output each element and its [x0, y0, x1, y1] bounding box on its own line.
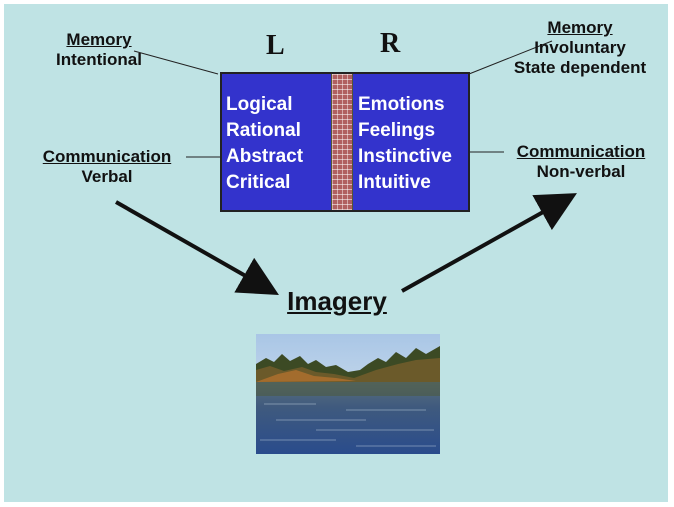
memory-right-group: Memory Involuntary State dependent: [492, 18, 668, 78]
communication-left-value: Verbal: [81, 167, 133, 186]
corpus-callosum-divider: [331, 74, 353, 210]
diagram-slide: L R Memory Intentional Memory Involuntar…: [4, 4, 668, 502]
imagery-label: Imagery: [287, 286, 387, 316]
memory-right-heading: Memory: [547, 18, 613, 37]
right-word-3: Instinctive: [358, 146, 452, 167]
right-hemisphere-label: R: [380, 28, 401, 59]
memory-left-group: Memory Intentional: [34, 30, 164, 70]
imagery-to-nonverbal-arrow: [401, 193, 577, 293]
right-word-4: Intuitive: [358, 172, 431, 193]
lake-photo: [256, 334, 440, 454]
memory-left-value: Intentional: [56, 50, 142, 69]
memory-left-heading: Memory: [66, 30, 132, 49]
brain-hemispheres-box: Logical Rational Abstract Critical Emoti…: [220, 72, 470, 212]
communication-left-heading: Communication: [42, 147, 172, 166]
left-word-2: Rational: [226, 120, 301, 141]
lake-landscape-image: [256, 334, 440, 454]
left-word-1: Logical: [226, 94, 293, 115]
communication-right-value: Non-verbal: [536, 162, 626, 181]
communication-right-group: Communication Non-verbal: [500, 142, 662, 182]
right-word-2: Feelings: [358, 120, 436, 141]
memory-right-connector: [468, 40, 553, 75]
verbal-to-imagery-arrow: [115, 200, 279, 295]
memory-left-connector: [133, 50, 219, 75]
left-word-4: Critical: [226, 172, 291, 193]
left-hemisphere-label: L: [266, 30, 285, 61]
communication-left-group: Communication Verbal: [26, 147, 188, 187]
memory-right-line1: Involuntary: [534, 38, 626, 57]
left-word-3: Abstract: [226, 146, 304, 167]
communication-right-heading: Communication: [516, 142, 646, 161]
connector-layer: [115, 40, 577, 295]
right-word-1: Emotions: [358, 94, 445, 115]
memory-right-line2: State dependent: [513, 58, 647, 77]
